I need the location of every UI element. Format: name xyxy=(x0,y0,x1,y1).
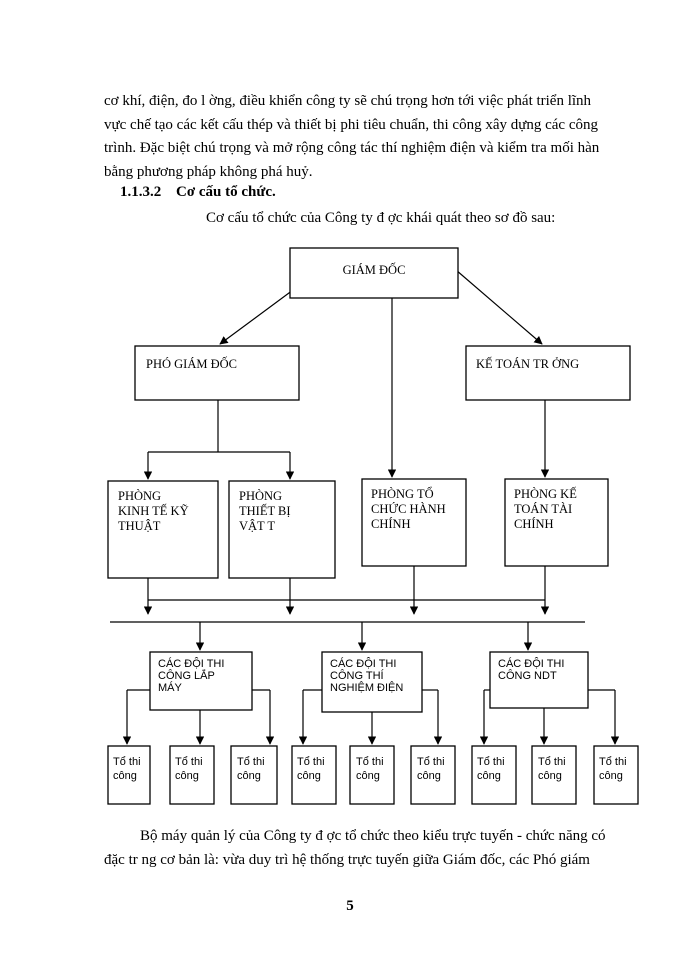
department-label-line: THUẬT xyxy=(118,519,161,533)
box-chief-accountant: KẾ TOÁN TR ỞNG xyxy=(465,345,631,401)
crew-label-line: công xyxy=(599,770,623,782)
box-chief-accountant-label: KẾ TOÁN TR ỞNG xyxy=(476,356,579,371)
box-department: PHÒNG TỔ CHỨC HÀNH CHÍNH xyxy=(361,478,467,567)
department-label-line: PHÒNG TỔ xyxy=(371,486,434,501)
box-team: CÁC ĐỘI THI CÔNG NDT xyxy=(489,651,589,709)
box-department: PHÒNG THIẾT BỊ VẬT T xyxy=(228,480,336,579)
section-title: Cơ cấu tổ chức. xyxy=(176,184,276,200)
box-vice-director-label: PHÓ GIÁM ĐỐC xyxy=(146,356,237,371)
crew-label-line: Tổ thi xyxy=(113,756,141,768)
department-label-line: CHÍNH xyxy=(371,517,411,531)
team-label-line: CÔNG NDT xyxy=(498,669,557,682)
box-crew: Tổ thi công xyxy=(291,745,337,805)
crew-label-line: Tổ thi xyxy=(175,756,203,768)
crew-label-line: công xyxy=(113,770,137,782)
crew-label-line: Tổ thi xyxy=(356,756,384,768)
crew-label-line: Tổ thi xyxy=(297,756,325,768)
team-label-line: CÁC ĐỘI THI xyxy=(158,657,224,670)
paragraph-line: đặc tr ng cơ bản là: vừa duy trì hệ thốn… xyxy=(104,851,590,868)
crew-label-line: công xyxy=(417,770,441,782)
team-label-line: CÁC ĐỘI THI xyxy=(498,657,564,670)
crew-label-line: Tổ thi xyxy=(417,756,445,768)
department-label-line: TOÁN TÀI xyxy=(514,502,572,516)
box-crew: Tổ thi công xyxy=(230,745,278,805)
paragraph-bottom: Bộ máy quản lý của Công ty đ ợc tổ chức … xyxy=(104,825,648,872)
team-label-line: NGHIỆM ĐIỆN xyxy=(330,681,403,694)
crew-label-line: công xyxy=(175,770,199,782)
paragraph-line: vực chế tạo các kết cấu thép và thiết bị… xyxy=(104,116,598,133)
paragraph-line: cơ khí, điện, đo l ờng, điều khiển công … xyxy=(104,93,592,109)
paragraph-line: trình. Đặc biệt chú trọng và mở rộng côn… xyxy=(104,140,600,156)
box-crew: Tổ thi công xyxy=(531,745,577,805)
crew-label-line: công xyxy=(297,770,321,782)
department-label-line: VẬT T xyxy=(239,519,275,533)
department-label-line: PHÒNG xyxy=(118,489,161,503)
box-department: PHÒNG KẾ TOÁN TÀI CHÍNH xyxy=(504,478,609,567)
team-label-line: CÔNG THÍ xyxy=(330,669,385,682)
page-number: 5 xyxy=(346,898,354,914)
crew-label-line: Tổ thi xyxy=(477,756,505,768)
paragraph-line: bằng phương pháp không phá huỷ. xyxy=(104,163,313,180)
paragraph-line: Bộ máy quản lý của Công ty đ ợc tổ chức … xyxy=(140,828,606,844)
department-label-line: THIẾT BỊ xyxy=(239,503,291,518)
box-crew: Tổ thi công xyxy=(593,745,639,805)
crew-label-line: Tổ thi xyxy=(237,756,265,768)
department-label-line: CHỨC HÀNH xyxy=(371,502,446,516)
department-label-line: KINH TẾ KỸ xyxy=(118,503,189,518)
team-label-line: MÁY xyxy=(158,681,183,694)
crew-label-line: công xyxy=(477,770,501,782)
department-label-line: PHÒNG KẾ xyxy=(514,486,577,501)
box-team: CÁC ĐỘI THI CÔNG THÍ NGHIỆM ĐIỆN xyxy=(321,651,423,713)
box-department: PHÒNG KINH TẾ KỸ THUẬT xyxy=(107,480,219,579)
crew-label-line: công xyxy=(356,770,380,782)
crew-label-line: Tổ thi xyxy=(599,756,627,768)
box-crew: Tổ thi công xyxy=(349,745,395,805)
box-director: GIÁM ĐỐC xyxy=(289,247,459,299)
box-crew: Tổ thi công xyxy=(471,745,517,805)
crew-label-line: công xyxy=(538,770,562,782)
chart-intro: Cơ cấu tổ chức của Công ty đ ợc khái quá… xyxy=(206,210,556,226)
team-label-line: CÁC ĐỘI THI xyxy=(330,657,396,670)
box-crew: Tổ thi công xyxy=(410,745,456,805)
box-vice-director: PHÓ GIÁM ĐỐC xyxy=(134,345,300,401)
section-heading: 1.1.3.2 Cơ cấu tổ chức. xyxy=(120,184,276,201)
box-director-label: GIÁM ĐỐC xyxy=(343,262,406,277)
crew-label-line: công xyxy=(237,770,261,782)
section-number: 1.1.3.2 xyxy=(120,184,162,200)
connectors xyxy=(110,269,620,745)
crew-label-line: Tổ thi xyxy=(538,756,566,768)
team-label-line: CÔNG LẮP xyxy=(158,669,215,682)
box-team: CÁC ĐỘI THI CÔNG LẮP MÁY xyxy=(149,651,253,711)
box-crew: Tổ thi công xyxy=(107,745,151,805)
box-crew: Tổ thi công xyxy=(169,745,215,805)
department-label-line: CHÍNH xyxy=(514,517,554,531)
paragraph-top: cơ khí, điện, đo l ờng, điều khiển công … xyxy=(104,90,648,184)
department-label-line: PHÒNG xyxy=(239,489,282,503)
